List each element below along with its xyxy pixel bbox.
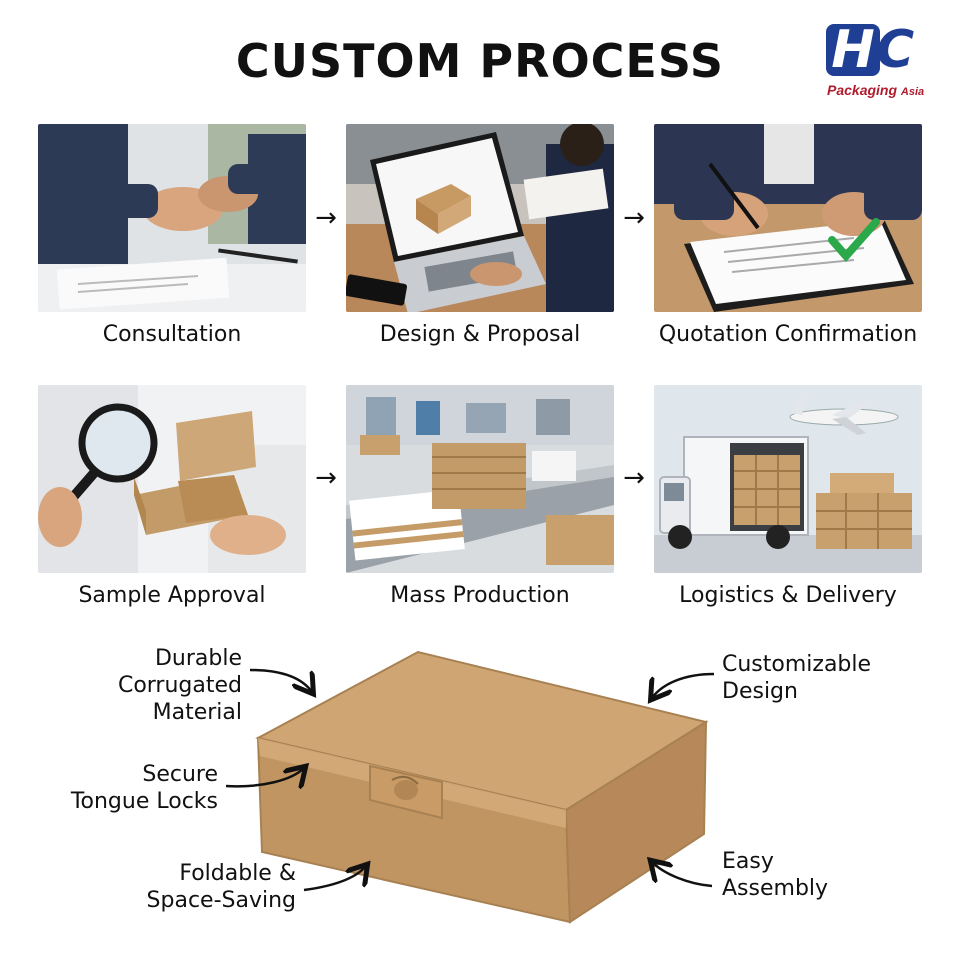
feature-foldable-line-2: Space-Saving [146, 888, 296, 913]
arrow-tongue-icon [225, 768, 304, 786]
company-logo: H C Packaging Asia [826, 22, 936, 102]
arrow-right-icon: → [623, 463, 645, 493]
logo-letter-c: C [876, 20, 915, 80]
logo-text-main: Packaging [827, 82, 898, 98]
handshake-photo [38, 124, 306, 312]
truck-airplane-photo [654, 385, 922, 573]
feature-foldable: Foldable & Space-Saving [120, 860, 296, 914]
feature-customizable: Customizable Design [722, 651, 912, 705]
page-title: CUSTOM PROCESS [235, 34, 725, 88]
arrow-right-icon: → [623, 203, 645, 233]
arrow-assembly-icon [652, 862, 713, 888]
feature-durable-line-1: Durable [154, 646, 242, 671]
sample-inspection-photo [38, 385, 306, 573]
step-label-consultation: Consultation [102, 322, 242, 347]
feature-assembly-line-1: Easy [722, 849, 774, 874]
logo-text-small: Asia [900, 86, 925, 98]
feature-customizable-line-2: Design [722, 679, 798, 704]
arrow-right-icon: → [315, 463, 337, 493]
step-label-design: Design & Proposal [379, 322, 581, 347]
logo-mark: H C [826, 22, 930, 78]
feature-durable: Durable Corrugated Material [82, 645, 242, 726]
feature-easy-assembly: Easy Assembly [722, 848, 882, 902]
arrow-foldable-icon [303, 866, 366, 892]
feature-assembly-line-2: Assembly [722, 876, 829, 901]
logo-text: Packaging Asia [827, 82, 924, 98]
step-label-production: Mass Production [390, 583, 570, 608]
feature-customizable-line-1: Customizable [722, 652, 872, 677]
feature-tongue-line-1: Secure [142, 762, 218, 787]
factory-conveyor-photo [346, 385, 614, 573]
step-label-logistics: Logistics & Delivery [679, 583, 897, 608]
logo-letter-h: H [826, 24, 880, 76]
step-label-sample: Sample Approval [78, 583, 266, 608]
box-side [564, 720, 708, 924]
arrow-right-icon: → [315, 203, 337, 233]
arrow-durable-icon [249, 668, 312, 692]
contract-signing-photo [654, 124, 922, 312]
laptop-design-photo [346, 124, 614, 312]
feature-tongue-line-2: Tongue Locks [70, 789, 218, 814]
mailer-box-illustration [225, 650, 715, 924]
feature-tongue-locks: Secure Tongue Locks [42, 761, 218, 815]
feature-durable-line-3: Material [152, 700, 242, 725]
arrow-customizable-icon [652, 672, 715, 698]
step-label-quotation: Quotation Confirmation [658, 322, 918, 347]
feature-durable-line-2: Corrugated [117, 673, 242, 698]
feature-foldable-line-1: Foldable & [179, 861, 296, 886]
